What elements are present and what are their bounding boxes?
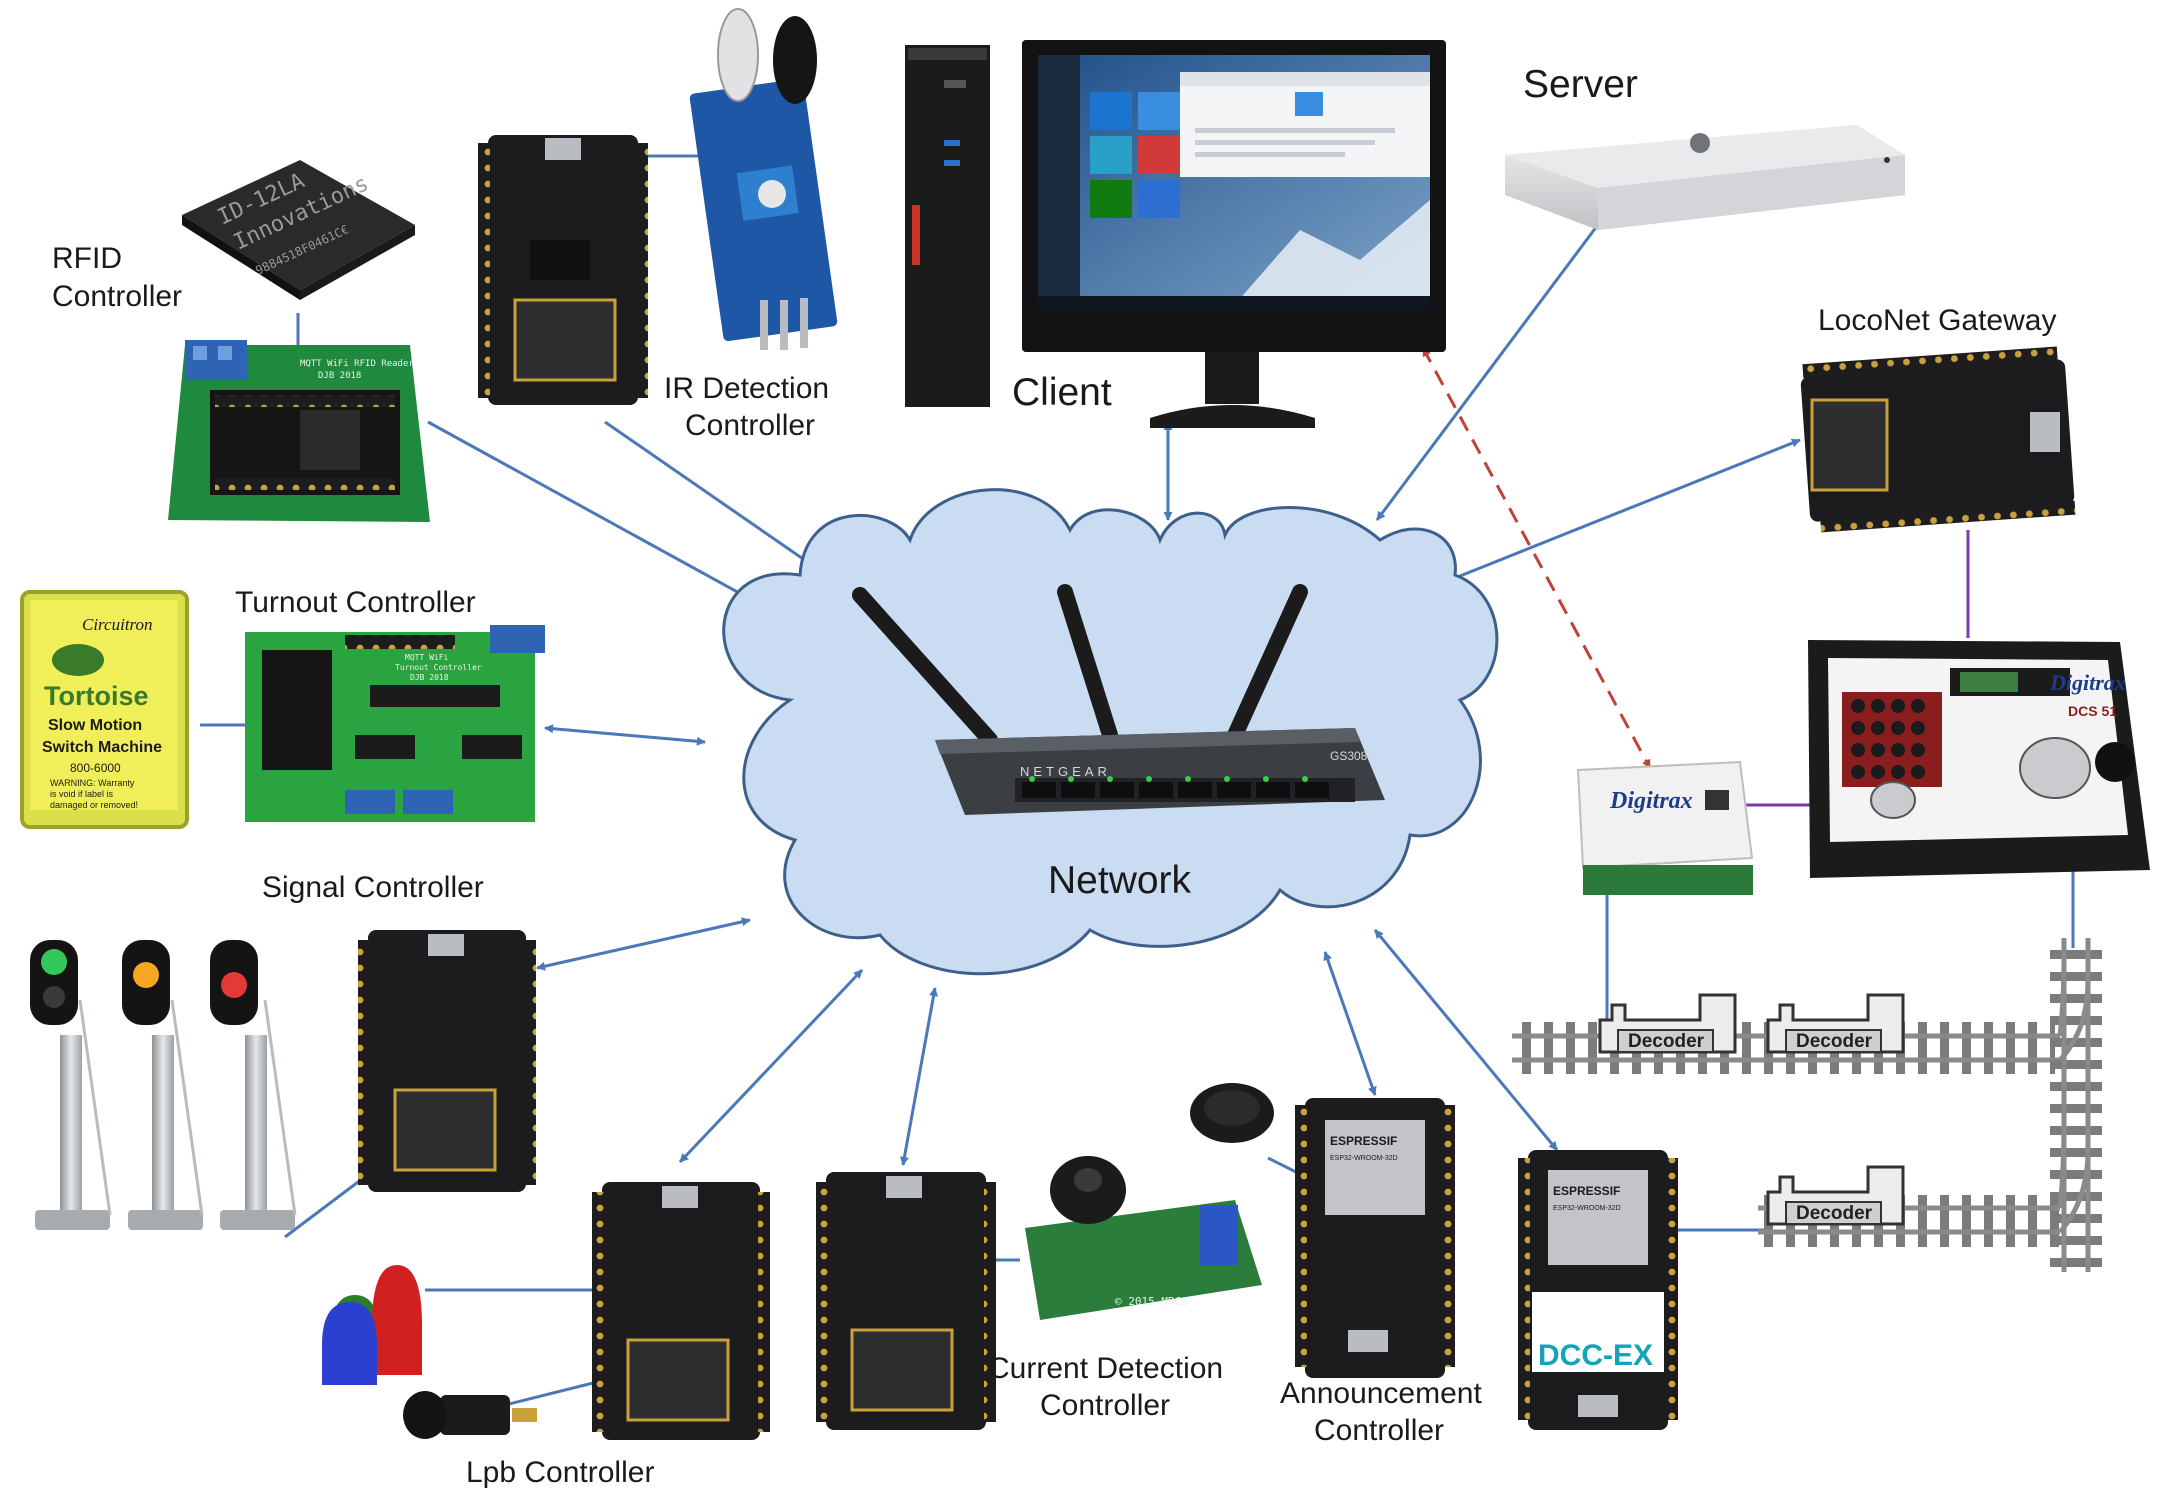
tortoise-warning-1: WARNING: Warranty bbox=[50, 778, 135, 788]
turnout-board-title-2: Turnout Controller bbox=[395, 663, 482, 672]
rfid-label-line1: RFID bbox=[52, 242, 122, 275]
locomotive-decoder-1: Decoder bbox=[1598, 993, 1737, 1054]
signal-label: Signal Controller bbox=[262, 871, 484, 904]
speaker bbox=[1190, 1083, 1274, 1143]
ir-sensor-module bbox=[689, 8, 838, 350]
pushbutton bbox=[403, 1391, 537, 1439]
decoder-1-label: Decoder bbox=[1628, 1031, 1705, 1052]
announcement-esp32-board: ESPRESSIF ESP32-WROOM-32D bbox=[1295, 1098, 1455, 1378]
tortoise-switch-machine: Circuitron Tortoise Slow Motion Switch M… bbox=[20, 590, 189, 829]
current-label-line1: Current Detection bbox=[988, 1352, 1223, 1385]
ir-link bbox=[604, 420, 823, 574]
ir-nodemcu-board bbox=[478, 135, 648, 405]
current-board-copyright: © 2015 MRCS bbox=[1115, 1295, 1188, 1308]
network-label: Network bbox=[1048, 859, 1192, 902]
dccex-esp32-board: ESPRESSIF ESP32-WROOM-32D DCC-EX bbox=[1518, 1150, 1678, 1430]
digitrax-throttle: Digitrax DCS 51 bbox=[1808, 640, 2150, 878]
loconet-nodemcu-board bbox=[1800, 346, 2076, 533]
rfid-board-title: MQTT WiFi RFID Reader bbox=[300, 359, 414, 369]
rgb-leds bbox=[322, 1265, 422, 1385]
router-antenna-right bbox=[1227, 584, 1308, 743]
throttle-knob-right bbox=[2019, 737, 2091, 799]
dccex-logo-text: DCC-EX bbox=[1538, 1339, 1653, 1372]
signal-head-yellow bbox=[122, 940, 170, 1025]
tortoise-line1: Slow Motion bbox=[48, 717, 142, 734]
announcement-esp32-model: ESP32-WROOM-32D bbox=[1330, 1155, 1398, 1162]
signal-masts bbox=[35, 999, 297, 1230]
announcement-link bbox=[1323, 951, 1377, 1096]
current-link bbox=[900, 987, 938, 1166]
dccex-link bbox=[1373, 929, 1559, 1151]
tortoise-warning-2: is void if label is bbox=[50, 789, 114, 799]
digitrax-pr3-interface: Digitrax bbox=[1576, 760, 1754, 895]
signal-head-green bbox=[30, 940, 78, 1025]
router-antenna-left bbox=[852, 587, 998, 748]
lpb-link bbox=[678, 968, 864, 1164]
throttle-model: DCS 51 bbox=[2068, 703, 2117, 719]
announcement-esp32-brand: ESPRESSIF bbox=[1330, 1134, 1397, 1148]
tortoise-part: 800-6000 bbox=[70, 761, 121, 775]
green-light-icon bbox=[41, 949, 67, 975]
rfid-link bbox=[427, 420, 793, 624]
yellow-light-icon bbox=[133, 962, 159, 988]
server-mac-mini bbox=[1505, 125, 1905, 230]
locomotive-decoder-3: Decoder bbox=[1766, 1165, 1905, 1226]
dccex-esp32-model: ESP32-WROOM-32D bbox=[1553, 1205, 1621, 1212]
lpb-nodemcu-board bbox=[592, 1182, 770, 1440]
ir-label-line1: IR Detection bbox=[664, 372, 829, 405]
button-wire bbox=[504, 1381, 594, 1407]
current-label-line2: Controller bbox=[1040, 1389, 1170, 1422]
signal-head-red bbox=[210, 940, 258, 1025]
server-label: Server bbox=[1523, 63, 1638, 106]
turnout-board-title-1: MQTT WiFi bbox=[405, 653, 449, 662]
turnout-board: MQTT WiFi Turnout Controller DJB 2018 bbox=[245, 625, 545, 822]
tortoise-maker: Circuitron bbox=[82, 615, 153, 634]
ir-label-line2: Controller bbox=[685, 409, 815, 442]
rfid-label-line2: Controller bbox=[52, 280, 182, 313]
decoder-3-label: Decoder bbox=[1796, 1203, 1873, 1224]
throttle-knob-left bbox=[1870, 781, 1916, 819]
client-label: Client bbox=[1012, 371, 1112, 414]
turnout-board-title-3: DJB 2018 bbox=[410, 673, 449, 682]
signal-link bbox=[536, 917, 751, 971]
router-model: GS308 bbox=[1330, 749, 1368, 763]
tortoise-warning-3: damaged or removed! bbox=[50, 800, 138, 810]
dccex-esp32-brand: ESPRESSIF bbox=[1553, 1184, 1620, 1198]
red-light-icon bbox=[221, 972, 247, 998]
loconet-label: LocoNet Gateway bbox=[1818, 304, 2056, 337]
loconet-link bbox=[1449, 438, 1801, 582]
throttle-brand: Digitrax bbox=[2049, 670, 2126, 695]
current-sensor-board: © 2015 MRCS bbox=[1025, 1156, 1262, 1320]
signal-heads-wire bbox=[284, 1171, 371, 1239]
decoder-2-label: Decoder bbox=[1796, 1031, 1873, 1052]
announcement-label-line1: Announcement bbox=[1280, 1377, 1482, 1410]
tortoise-brand: Tortoise bbox=[44, 681, 149, 711]
client-to-loconet-dashed-link bbox=[1421, 347, 1652, 769]
current-nodemcu-board bbox=[816, 1172, 996, 1430]
rfid-board: MQTT WiFi RFID Reader DJB 2018 bbox=[168, 340, 430, 522]
announcement-label-line2: Controller bbox=[1314, 1414, 1444, 1447]
locomotive-decoder-2: Decoder bbox=[1766, 993, 1905, 1054]
router-antenna-middle bbox=[1057, 584, 1118, 743]
router: NETGEAR GS308 bbox=[852, 584, 1385, 815]
rfid-chip: ID-12LA Innovations 9884518F0461C€ bbox=[182, 160, 415, 300]
client-monitor bbox=[1022, 40, 1446, 428]
apple-logo-icon bbox=[1690, 133, 1710, 153]
router-brand: NETGEAR bbox=[1020, 764, 1111, 779]
turnout-link bbox=[544, 724, 706, 746]
tortoise-line2: Switch Machine bbox=[42, 739, 162, 756]
signal-nodemcu-board bbox=[358, 930, 536, 1192]
pr3-brand: Digitrax bbox=[1609, 788, 1693, 814]
turtle-icon bbox=[52, 644, 104, 676]
client-tower bbox=[905, 45, 990, 407]
turnout-label: Turnout Controller bbox=[235, 586, 476, 619]
rfid-board-author: DJB 2018 bbox=[318, 371, 361, 381]
lpb-label: Lpb Controller bbox=[466, 1456, 654, 1489]
